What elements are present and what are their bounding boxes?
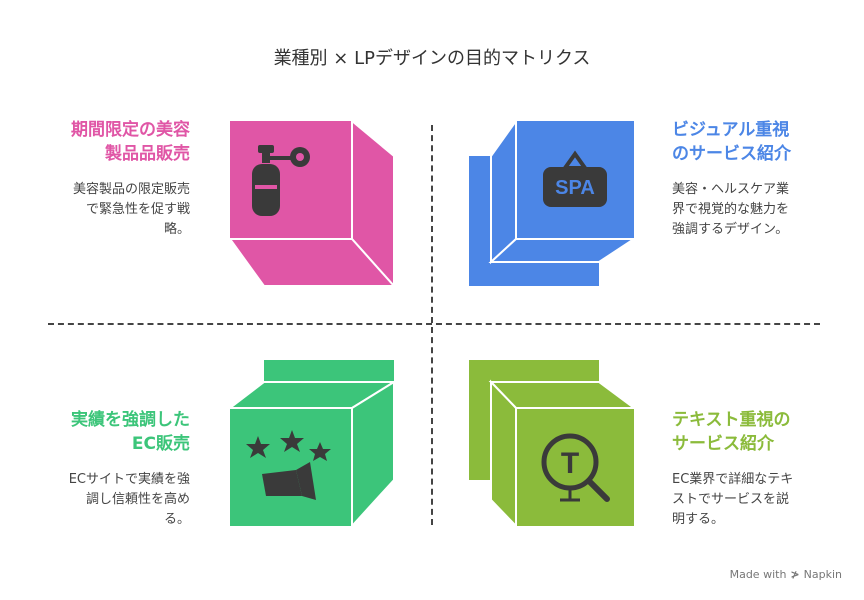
- quadrant-top-left-heading: 期間限定の美容 製品品販売: [20, 118, 190, 166]
- napkin-logo-icon: ≯: [790, 568, 800, 581]
- description-line: 明する。: [672, 512, 725, 527]
- svg-text:T: T: [561, 447, 579, 480]
- description-line: 美容・ヘルスケア業: [672, 182, 790, 197]
- heading-line: 実績を強調した: [71, 410, 190, 430]
- description-line: 界で視覚的な魅力を: [672, 202, 790, 217]
- heading-line: ビジュアル重視: [672, 120, 790, 140]
- quadrant-bottom-right-description: EC業界で詳細なテキ ストでサービスを説 明する。: [672, 470, 842, 530]
- quadrant-top-left-description: 美容製品の限定販売 で緊急性を促す戦 略。: [20, 180, 190, 240]
- heading-line: EC販売: [131, 434, 190, 454]
- made-with-label: Made with: [729, 568, 787, 581]
- heading-line: 期間限定の美容: [71, 120, 190, 140]
- heading-line: のサービス紹介: [672, 144, 791, 164]
- quadrant-bottom-left-description: ECサイトで実績を強 調し信頼性を高め る。: [20, 470, 190, 530]
- perfume-bottle-icon: [252, 145, 310, 216]
- quadrant-top-right-heading: ビジュアル重視 のサービス紹介: [672, 118, 842, 166]
- stars-megaphone-icon: [246, 430, 331, 500]
- description-line: EC業界で詳細なテキ: [672, 472, 794, 487]
- quadrant-bottom-right-heading: テキスト重視の サービス紹介: [672, 408, 842, 456]
- description-line: で緊急性を促す戦: [85, 202, 190, 217]
- heading-line: テキスト重視の: [672, 410, 791, 430]
- description-line: る。: [163, 512, 190, 527]
- napkin-footer: Made with ≯ Napkin: [730, 568, 842, 581]
- quadrant-top-right-description: 美容・ヘルスケア業 界で視覚的な魅力を 強調するデザイン。: [672, 180, 842, 240]
- vertical-axis-divider: [431, 125, 433, 525]
- heading-line: 製品品販売: [105, 144, 190, 164]
- text-search-icon: T: [541, 433, 610, 502]
- heading-line: サービス紹介: [672, 434, 774, 454]
- horizontal-axis-divider: [48, 323, 820, 325]
- cube-bottom-right: [469, 360, 638, 529]
- description-line: 略。: [163, 222, 190, 237]
- description-line: ECサイトで実績を強: [68, 472, 190, 487]
- cube-top-left: [228, 118, 397, 289]
- page-title: 業種別 × LPデザインの目的マトリクス: [273, 48, 591, 69]
- svg-text:SPA: SPA: [555, 177, 595, 199]
- description-line: 調し信頼性を高め: [85, 492, 190, 507]
- description-line: 美容製品の限定販売: [72, 182, 190, 197]
- spa-sign-icon: SPA: [543, 150, 607, 207]
- description-line: ストでサービスを説: [672, 492, 790, 507]
- quadrant-bottom-left-heading: 実績を強調した EC販売: [20, 408, 190, 456]
- cube-top-right: [469, 117, 638, 286]
- cube-bottom-left: [227, 360, 398, 529]
- napkin-brand: Napkin: [803, 568, 842, 581]
- description-line: 強調するデザイン。: [672, 222, 789, 237]
